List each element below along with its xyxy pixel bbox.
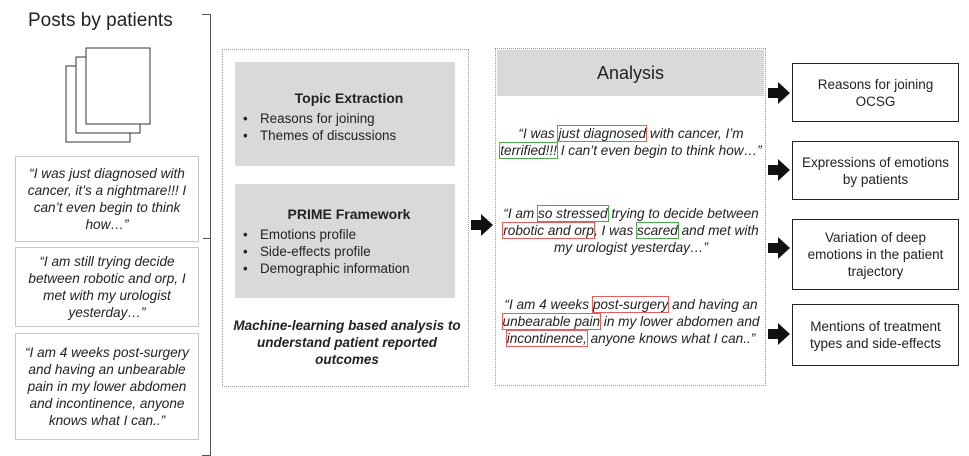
arrow-right-icon [768,237,790,259]
topic-extraction-title: Topic Extraction [294,90,404,106]
ml-caption: Machine-learning based analysis to under… [233,318,461,367]
output-variation-emotions: Variation of deep emotions in the patien… [792,219,959,290]
arrow-right-icon [768,323,790,345]
bracket-line [202,14,211,456]
quote-text: trying to decide between [607,206,759,221]
list-item: Side-effects profile [243,243,455,260]
highlight-red: post-surgery [591,296,670,313]
topic-extraction-list: Reasons for joining Themes of discussion… [243,110,455,144]
patient-post-2: “I am still trying decide between roboti… [15,247,199,327]
highlight-green: scared [636,222,679,239]
analysis-quote-1: “I was just diagnosed with cancer, I’m t… [499,125,762,159]
arrow-right-icon [768,159,790,181]
analysis-quote-2: “I am so stressed trying to decide betwe… [500,205,762,256]
highlight-red: robotic and orp [502,222,595,239]
quote-text: and having an [668,297,758,312]
bracket-tick [203,238,211,239]
prime-framework-panel: PRIME Framework Emotions profile Side-ef… [235,184,455,298]
list-item: Emotions profile [243,226,455,243]
prime-framework-list: Emotions profile Side-effects profile De… [243,226,455,277]
analysis-title: Analysis [497,50,764,96]
quote-text: “I was [518,126,559,141]
analysis-quote-3: “I am 4 weeks post-surgery and having an… [500,296,762,347]
quote-text: , I was [593,223,638,238]
quote-text: and met with my urologist yesterday…” [553,223,759,255]
list-item: Reasons for joining [243,110,455,127]
quote-text: with cancer, I’m [646,126,744,141]
prime-framework-title: PRIME Framework [287,206,411,222]
output-expressions-emotions: Expressions of emotions by patients [792,141,959,200]
analysis-box [495,48,766,386]
highlight-red: just diagnosed [557,125,648,142]
highlight-green: terrified!!! [499,142,558,159]
quote-text: “I am 4 weeks [504,297,593,312]
highlight-red: unbearable pain [501,313,602,330]
documents-icon [65,47,151,143]
posts-title: Posts by patients [28,10,173,31]
topic-extraction-panel: Topic Extraction Reasons for joining The… [235,62,455,166]
quote-text: anyone knows what I can..” [586,331,756,346]
output-reasons-joining: Reasons for joining OCSG [792,63,959,122]
highlight-red: incontinence, [505,330,588,347]
quote-text: “I am [503,206,539,221]
patient-post-3: “I am 4 weeks post-surgery and having an… [15,333,199,440]
list-item: Demographic information [243,260,455,277]
highlight-green: so stressed [537,205,609,222]
patient-post-1: “I was just diagnosed with cancer, it’s … [15,156,199,242]
list-item: Themes of discussions [243,127,455,144]
quote-text: in my lower abdomen and [600,314,760,329]
quote-text: I can’t even begin to think how…” [556,143,762,158]
arrow-right-icon [768,82,790,104]
arrow-right-icon [471,214,493,236]
output-treatment-mentions: Mentions of treatment types and side-eff… [792,304,959,366]
